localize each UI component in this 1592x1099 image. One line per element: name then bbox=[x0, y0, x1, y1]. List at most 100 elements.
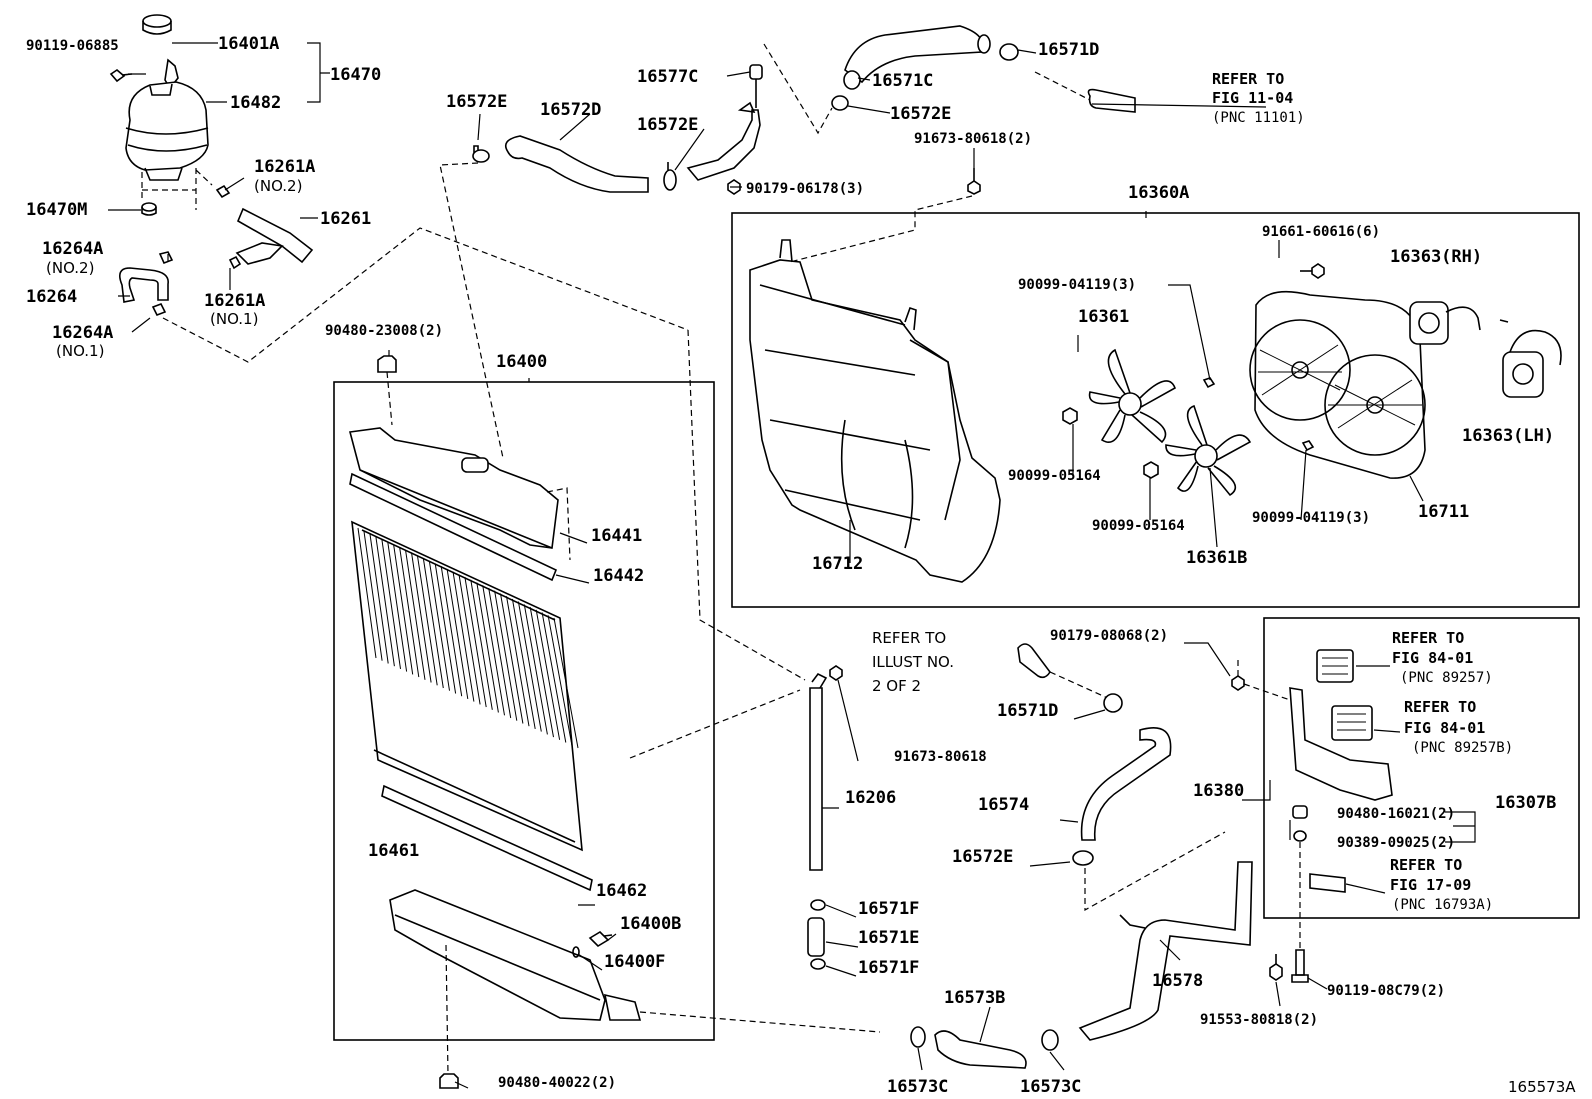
ref-8401b-line2[interactable]: FIG 84-01 bbox=[1404, 719, 1485, 737]
label-16441[interactable]: 16441 bbox=[591, 526, 642, 546]
reservoir-bolt[interactable] bbox=[109, 68, 133, 83]
ref-1709-line2[interactable]: FIG 17-09 bbox=[1390, 876, 1471, 894]
fan-blade-16361[interactable] bbox=[1088, 348, 1176, 444]
lower-hose-16574[interactable] bbox=[1080, 727, 1172, 841]
screw-90099-04119-a[interactable] bbox=[1202, 377, 1216, 389]
fan-blade-16361B[interactable] bbox=[1165, 404, 1252, 497]
label-16361[interactable]: 16361 bbox=[1078, 307, 1129, 327]
hose-clamp-16572E-mid[interactable] bbox=[663, 162, 677, 191]
hose-16264[interactable] bbox=[119, 267, 169, 303]
label-16577C[interactable]: 16577C bbox=[637, 67, 698, 87]
bolt-90119-08C79[interactable] bbox=[1291, 949, 1309, 983]
label-90179-08068[interactable]: 90179-08068(2) bbox=[1050, 628, 1168, 644]
hose-end-ref-illust[interactable] bbox=[1017, 643, 1051, 679]
fan-motor-16363-lh[interactable] bbox=[1499, 319, 1562, 398]
hose-clamp-16573C-a[interactable] bbox=[910, 1026, 926, 1048]
bolt-90179-08068[interactable] bbox=[1231, 675, 1245, 691]
grommet-90480-16021[interactable] bbox=[1292, 805, 1308, 819]
bolt-91661-60616[interactable] bbox=[1300, 263, 1325, 279]
hose-clamp-16571D-top[interactable] bbox=[999, 43, 1019, 61]
label-90099-05164-a[interactable]: 90099-05164 bbox=[1008, 468, 1101, 484]
reservoir-tank[interactable] bbox=[125, 58, 209, 181]
label-16400F[interactable]: 16400F bbox=[604, 952, 665, 972]
hose-clamp-16572E-top[interactable] bbox=[831, 95, 849, 111]
ref-8401a-line2[interactable]: FIG 84-01 bbox=[1392, 649, 1473, 667]
hose-clamp-16572E-lower[interactable] bbox=[1072, 850, 1094, 866]
label-16572E-b[interactable]: 16572E bbox=[637, 115, 698, 135]
label-16380[interactable]: 16380 bbox=[1193, 781, 1244, 801]
hose-clamp-16264A-no2[interactable] bbox=[158, 251, 174, 265]
ref-illust-line2[interactable]: ILLUST NO. bbox=[872, 653, 954, 671]
label-90119-08C79[interactable]: 90119-08C79(2) bbox=[1327, 983, 1445, 999]
label-16363RH[interactable]: 16363(RH) bbox=[1390, 247, 1482, 267]
label-16572E-d[interactable]: 16572E bbox=[952, 847, 1013, 867]
label-16572E-a[interactable]: 16572E bbox=[446, 92, 507, 112]
label-90480-40022[interactable]: 90480-40022(2) bbox=[498, 1075, 616, 1091]
grommet-90480-40022[interactable] bbox=[439, 1073, 459, 1089]
water-pipe-16578[interactable] bbox=[1078, 861, 1253, 1041]
label-16461[interactable]: 16461 bbox=[368, 841, 419, 861]
fan-motor-16363-rh[interactable] bbox=[1409, 301, 1481, 345]
label-16264A-no1[interactable]: 16264A bbox=[52, 323, 113, 343]
fan-nut-90099-05164-a[interactable] bbox=[1062, 407, 1078, 425]
hose-clamp-16571F-b[interactable] bbox=[810, 958, 826, 970]
label-16400[interactable]: 16400 bbox=[496, 352, 547, 372]
fan-motor-shroud-16711[interactable] bbox=[1249, 290, 1426, 479]
fan-nut-90099-05164-b[interactable] bbox=[1143, 461, 1159, 479]
label-16400B[interactable]: 16400B bbox=[620, 914, 681, 934]
label-91553-80818[interactable]: 91553-80818(2) bbox=[1200, 1012, 1318, 1028]
label-91661-60616[interactable]: 91661-60616(6) bbox=[1262, 224, 1380, 240]
label-90119-06885[interactable]: 90119-06885 bbox=[26, 38, 119, 54]
hose-clamp-16261A-no1[interactable] bbox=[228, 255, 242, 270]
label-16571E[interactable]: 16571E bbox=[858, 928, 919, 948]
upper-hose-16572D[interactable] bbox=[504, 135, 649, 193]
label-16573B[interactable]: 16573B bbox=[944, 988, 1005, 1008]
label-16711[interactable]: 16711 bbox=[1418, 502, 1469, 522]
hose-clamp-16572E-left[interactable] bbox=[472, 145, 490, 163]
label-90099-05164-b[interactable]: 90099-05164 bbox=[1092, 518, 1185, 534]
label-16401A[interactable]: 16401A bbox=[218, 34, 279, 54]
label-90389-09025[interactable]: 90389-09025(2) bbox=[1337, 835, 1455, 851]
label-16712[interactable]: 16712 bbox=[812, 554, 863, 574]
hose-clamp-16573C-b[interactable] bbox=[1041, 1029, 1059, 1051]
upper-gasket-16442[interactable] bbox=[349, 472, 558, 582]
fan-shroud-16712[interactable] bbox=[749, 239, 1001, 583]
bolt-91553-80818[interactable] bbox=[1269, 954, 1283, 981]
label-90179-06178[interactable]: 90179-06178(3) bbox=[746, 181, 864, 197]
water-outlet-pipe-16577C[interactable] bbox=[686, 64, 763, 181]
hose-end-ref-11-04[interactable] bbox=[1087, 88, 1136, 113]
label-91673-80618[interactable]: 91673-80618 bbox=[894, 749, 987, 765]
label-16363LH[interactable]: 16363(LH) bbox=[1462, 426, 1554, 446]
relay-89257B[interactable] bbox=[1331, 705, 1373, 741]
label-16572D[interactable]: 16572D bbox=[540, 100, 601, 120]
label-90099-04119-b[interactable]: 90099-04119(3) bbox=[1252, 510, 1370, 526]
label-16571D-b[interactable]: 16571D bbox=[997, 701, 1058, 721]
oil-cooler-pipe-16206[interactable] bbox=[809, 672, 828, 871]
label-16578[interactable]: 16578 bbox=[1152, 971, 1203, 991]
screw-90099-04119-b[interactable] bbox=[1301, 440, 1315, 452]
label-16307B[interactable]: 16307B bbox=[1495, 793, 1556, 813]
label-16574[interactable]: 16574 bbox=[978, 795, 1029, 815]
o-ring-16400F[interactable] bbox=[572, 946, 580, 958]
label-16261A-no2[interactable]: 16261A bbox=[254, 157, 315, 177]
label-16470M[interactable]: 16470M bbox=[26, 200, 87, 220]
label-16572E-c[interactable]: 16572E bbox=[890, 104, 951, 124]
label-16264[interactable]: 16264 bbox=[26, 287, 77, 307]
label-16571C[interactable]: 16571C bbox=[872, 71, 933, 91]
label-16470[interactable]: 16470 bbox=[330, 65, 381, 85]
grommet-90480-23008[interactable] bbox=[377, 355, 397, 373]
lower-gasket-16462[interactable] bbox=[381, 784, 593, 892]
collar-90389-09025[interactable] bbox=[1293, 830, 1307, 842]
label-16261A-no1[interactable]: 16261A bbox=[204, 291, 265, 311]
label-90480-16021[interactable]: 90480-16021(2) bbox=[1337, 806, 1455, 822]
overflow-hose-16261[interactable] bbox=[235, 207, 314, 265]
hose-16571C[interactable] bbox=[844, 25, 991, 84]
label-16573C-b[interactable]: 16573C bbox=[1020, 1077, 1081, 1097]
label-16206[interactable]: 16206 bbox=[845, 788, 896, 808]
bolt-91673-80618-2[interactable] bbox=[967, 168, 981, 195]
lower-tank-16461[interactable] bbox=[389, 889, 642, 1021]
label-91673-80618-2[interactable]: 91673-80618(2) bbox=[914, 131, 1032, 147]
label-90099-04119-a[interactable]: 90099-04119(3) bbox=[1018, 277, 1136, 293]
label-16264A-no2[interactable]: 16264A bbox=[42, 239, 103, 259]
label-16361B[interactable]: 16361B bbox=[1186, 548, 1247, 568]
